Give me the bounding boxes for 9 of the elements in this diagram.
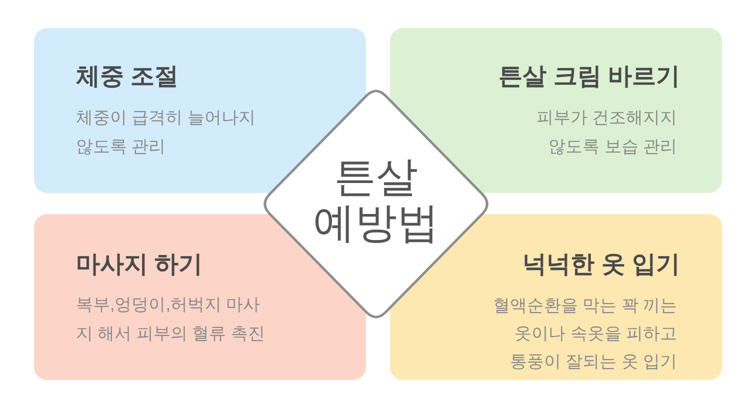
card-heading: 마사지 하기 [76, 250, 203, 280]
diamond-title: 튼살 예방법 [312, 154, 440, 246]
card-heading: 튼살 크림 바르기 [498, 62, 680, 92]
card-heading: 체중 조절 [76, 62, 179, 92]
card-text: 복부,엉덩이,허벅지 마사지 해서 피부의 혈류 촉진 [76, 294, 266, 345]
card-heading: 넉넉한 옷 입기 [522, 250, 680, 280]
card-text: 피부가 건조해지지 않도록 보습 관리 [535, 107, 677, 158]
card-text: 체중이 급격히 늘어나지 않도록 관리 [76, 107, 256, 158]
card-text: 혈액순환을 막는 꽉 끼는 옷이나 속옷을 피하고 통풍이 잘되는 옷 입기 [492, 295, 677, 373]
